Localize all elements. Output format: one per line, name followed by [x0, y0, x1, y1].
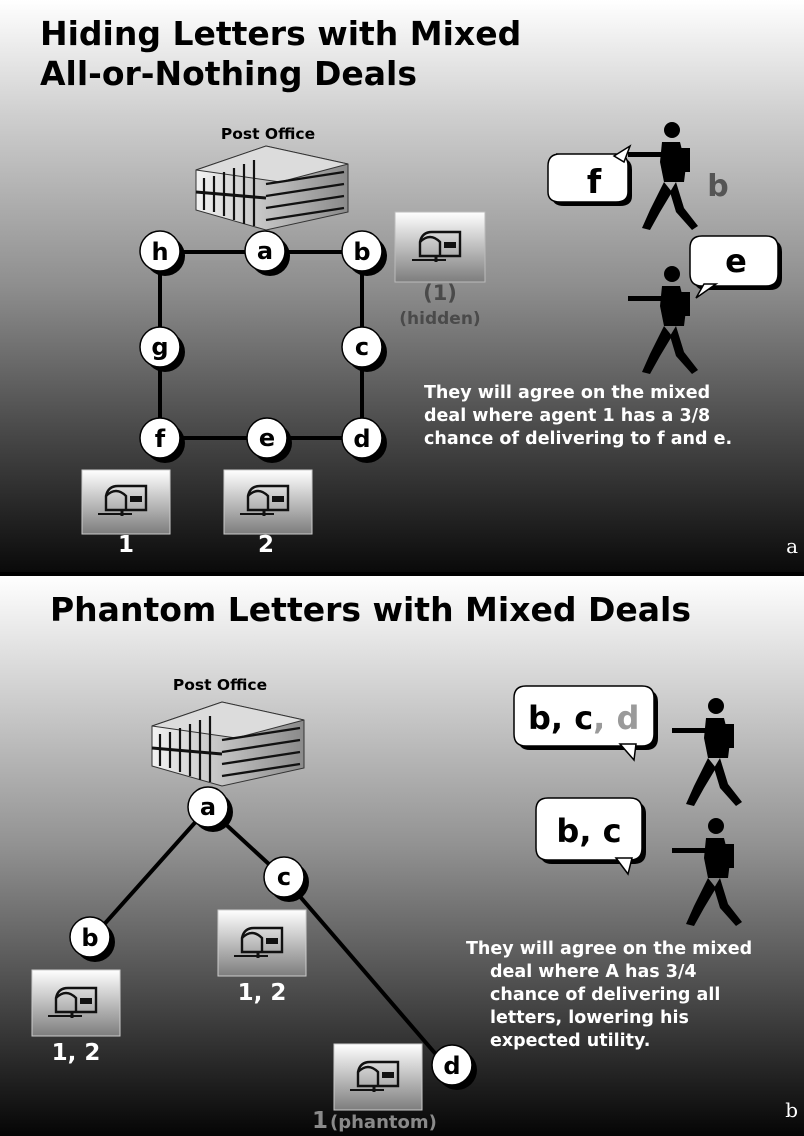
panel-b-caption-line3: chance of delivering all	[490, 985, 721, 1005]
panel-a-corner-label: a	[786, 534, 798, 558]
hidden-mailbox-sub: (hidden)	[399, 309, 480, 329]
node-b-label: b	[353, 238, 370, 266]
node-a-label: a	[257, 237, 273, 265]
node-b: b	[341, 230, 387, 276]
speech-bubble-icon	[689, 235, 779, 287]
agent-b2-bubble-text: b, c	[556, 812, 621, 850]
post-office-building-icon	[150, 700, 306, 788]
node-e-label: e	[259, 424, 275, 452]
slide-panel-a: Hiding Letters with Mixed All-or-Nothing…	[0, 0, 804, 572]
mailbox-hidden-box	[394, 211, 486, 283]
agent-b1: b, c, d	[513, 685, 742, 806]
panel-b-diagram: Post Office a c b d 1, 2 1, 2 1 (phantom…	[31, 676, 742, 1134]
panel-a-edges	[158, 250, 364, 440]
panel-b-node-a-label: a	[200, 793, 216, 821]
mailbox-c: 1, 2	[217, 909, 307, 1006]
panel-b-node-b-label: b	[81, 924, 98, 952]
agent-b2: b, c	[535, 797, 742, 926]
node-g: g	[139, 326, 185, 372]
agent-2-bubble-text: e	[725, 242, 747, 280]
panel-b-node-c-label: c	[277, 863, 291, 891]
mailbox-1: 1	[81, 469, 171, 558]
walking-person-icon	[672, 818, 742, 926]
node-f: f	[139, 417, 185, 463]
agent-1-extra-letter: b	[707, 169, 728, 204]
node-d-label: d	[353, 425, 370, 453]
panel-b-caption: They will agree on the mixed deal where …	[466, 938, 752, 1053]
panel-a-title: Hiding Letters with Mixed All-or-Nothing…	[40, 14, 521, 94]
node-b: b	[69, 916, 115, 962]
panel-a-caption-line3: chance of delivering to f and e.	[424, 429, 733, 449]
mailbox-d-sub: (phantom)	[330, 1112, 437, 1133]
panel-b-post-office-label: Post Office	[173, 676, 267, 694]
speech-bubble-icon	[513, 685, 655, 747]
panel-b-corner-label: b	[785, 1098, 798, 1122]
mailbox-d: 1 (phantom)	[312, 1043, 437, 1134]
agent-1: f b	[547, 122, 729, 230]
panel-a-post-office-label: Post Office	[221, 125, 315, 143]
panel-b-caption-line5: expected utility.	[490, 1031, 651, 1051]
panel-b-caption-line2: deal where A has 3/4	[490, 962, 697, 982]
node-d: d	[341, 417, 387, 463]
agent-1-bubble-text: f	[587, 162, 602, 201]
node-a: a	[244, 230, 290, 276]
panel-b-caption-line4: letters, lowering his	[490, 1008, 689, 1028]
slide-panel-b: Phantom Letters with Mixed Deals Post Of…	[0, 576, 804, 1136]
post-office-building-icon	[194, 144, 350, 232]
walking-person-icon	[672, 698, 742, 806]
node-g-label: g	[151, 333, 168, 361]
mailbox-b: 1, 2	[31, 969, 121, 1066]
panel-b-node-d-label: d	[443, 1052, 460, 1080]
mailbox-b-label: 1, 2	[52, 1040, 101, 1066]
speech-bubble-icon	[547, 153, 629, 203]
node-c-label: c	[355, 333, 369, 361]
panel-b-title: Phantom Letters with Mixed Deals	[50, 590, 691, 629]
mailbox-2: 2	[223, 469, 313, 558]
panel-a-caption-line1: They will agree on the mixed	[424, 383, 711, 403]
panel-a-diagram: Post Office h a b g c f e d (1) (hidden)	[81, 122, 782, 558]
panel-a-title-line2: All-or-Nothing Deals	[40, 54, 417, 93]
mailbox-hidden: (1) (hidden)	[394, 211, 486, 329]
node-h-label: h	[151, 238, 168, 266]
walking-person-icon	[628, 266, 698, 374]
mailbox-d-number: 1	[312, 1108, 328, 1134]
hidden-mailbox-number: (1)	[423, 281, 457, 305]
panel-a-caption: They will agree on the mixed deal where …	[424, 382, 732, 451]
node-e: e	[246, 417, 292, 463]
node-h: h	[139, 230, 185, 276]
mailbox-2-label: 2	[258, 532, 274, 558]
node-c: c	[341, 326, 387, 372]
mailbox-c-label: 1, 2	[238, 980, 287, 1006]
panel-a-title-line1: Hiding Letters with Mixed	[40, 14, 522, 53]
panel-a-caption-line2: deal where agent 1 has a 3/8	[424, 406, 711, 426]
mailbox-1-label: 1	[118, 532, 134, 558]
node-f-label: f	[155, 425, 166, 453]
svg-text:b, c, d: b, c, d	[528, 699, 639, 737]
walking-person-icon	[628, 122, 698, 230]
agent-2: e	[628, 235, 782, 374]
node-a: a	[187, 786, 233, 832]
panel-b-caption-line1: They will agree on the mixed	[466, 939, 753, 959]
agent-b1-bubble-extra: , d	[593, 699, 639, 737]
node-d: d	[431, 1044, 477, 1090]
node-c: c	[263, 856, 309, 902]
agent-b1-bubble-main: b, c	[528, 699, 593, 737]
